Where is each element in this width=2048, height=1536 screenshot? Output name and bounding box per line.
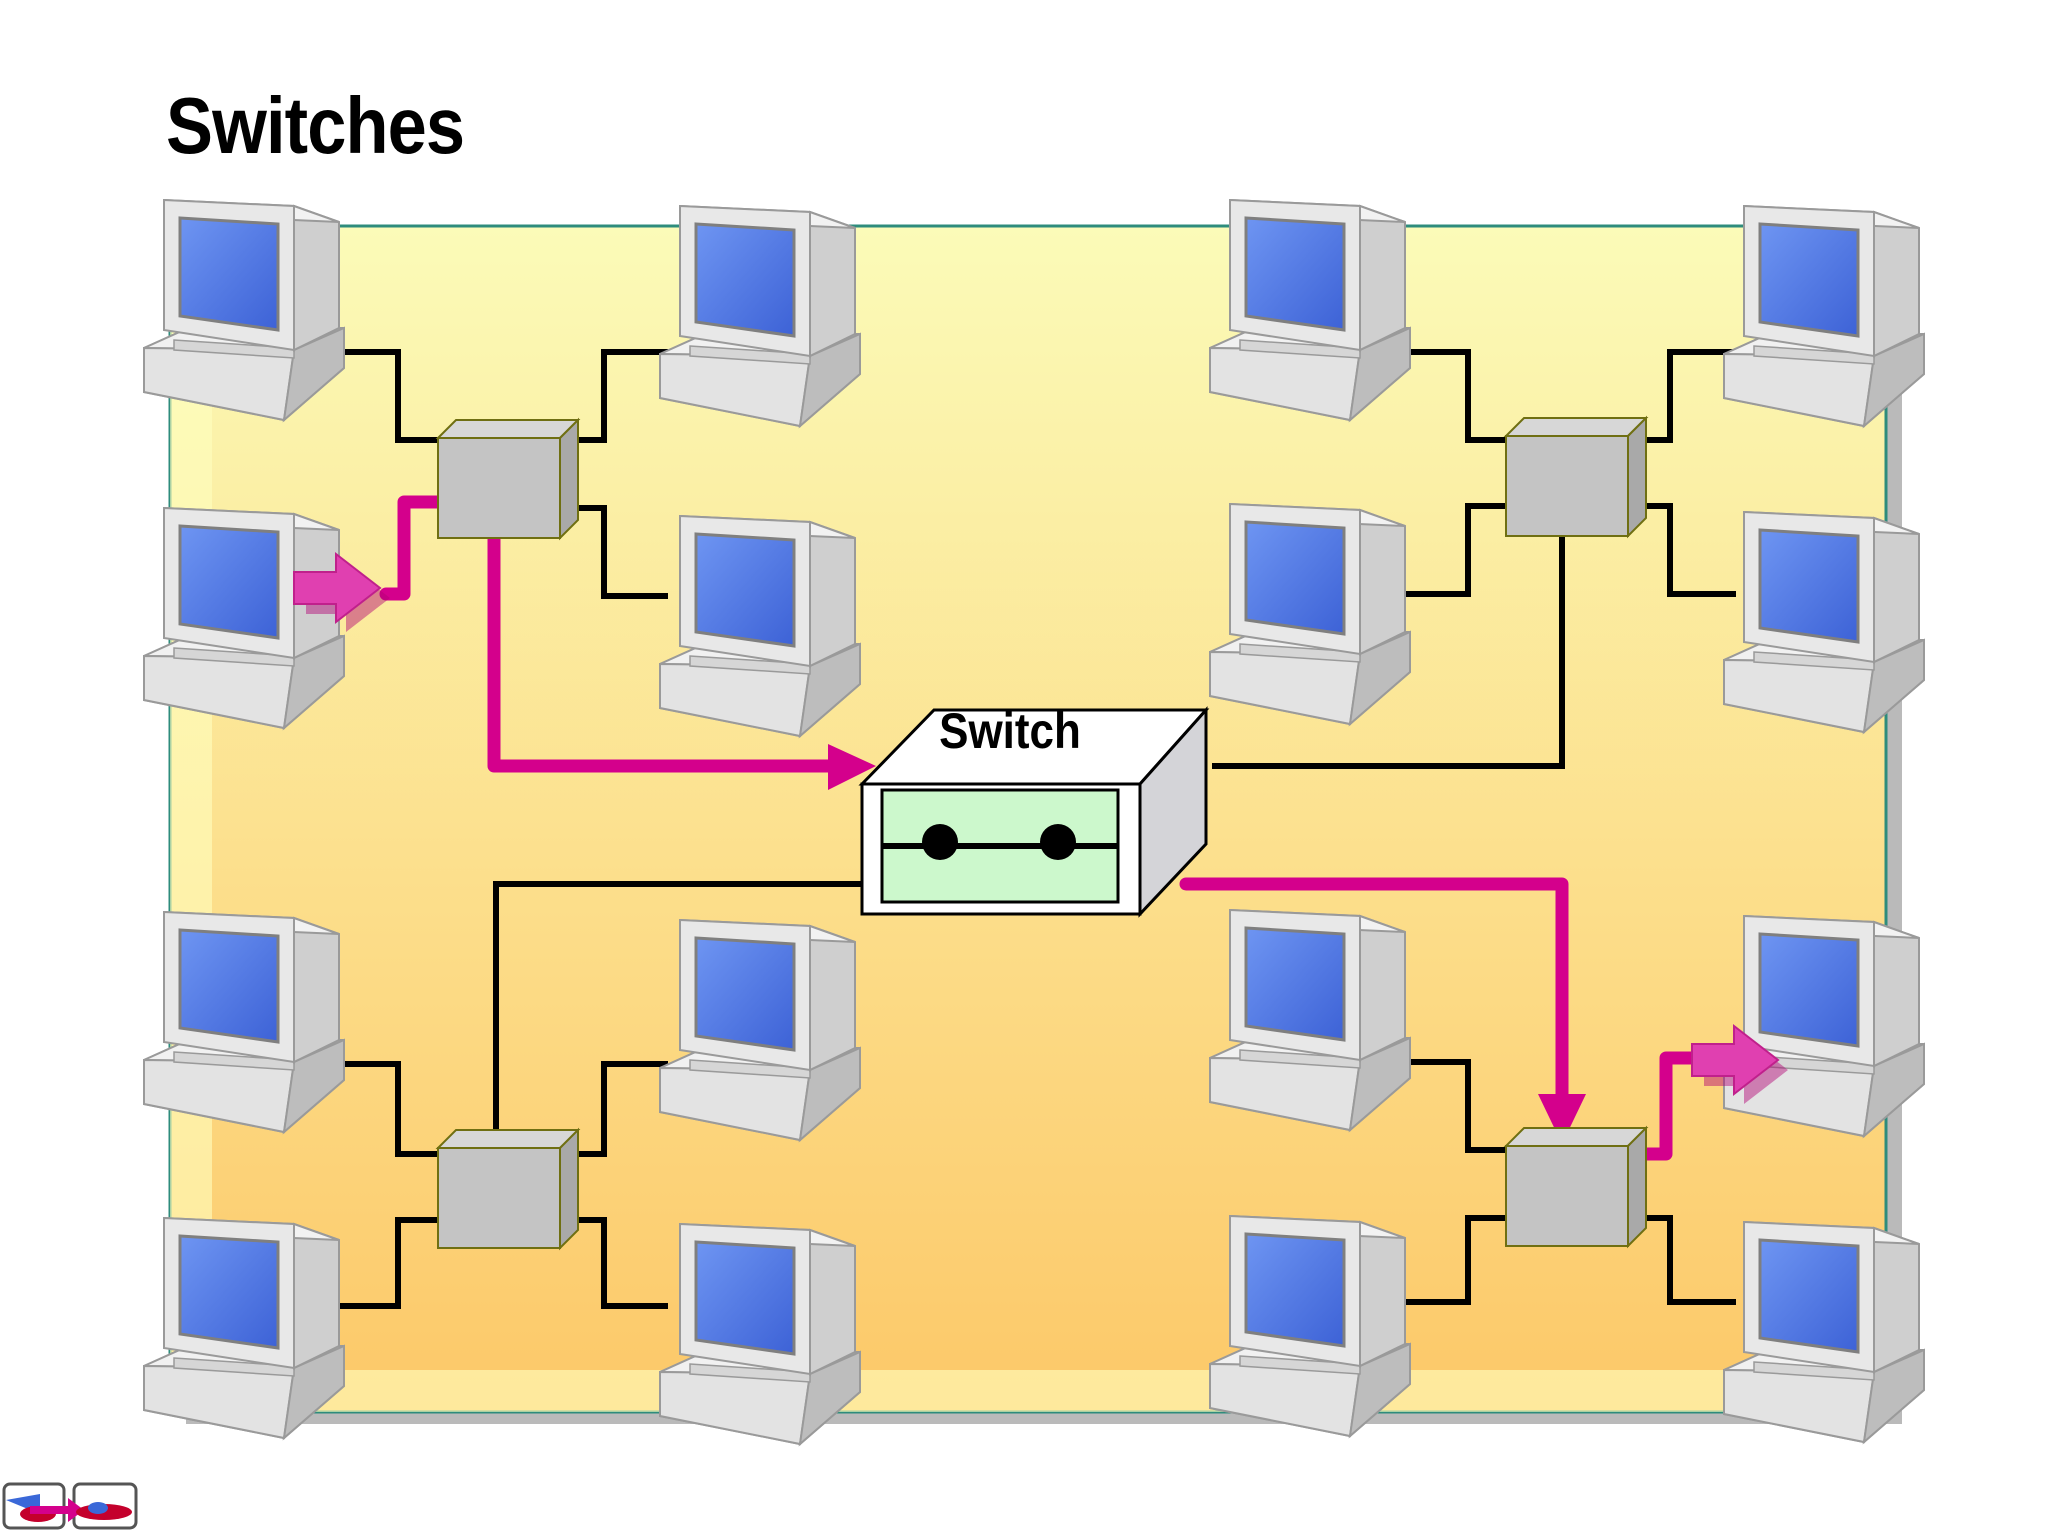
arrow-icon: [828, 744, 876, 790]
switch-icon: [858, 706, 1210, 918]
computer-icon: [142, 198, 346, 422]
hub-icon: [1505, 417, 1647, 537]
computer-icon: [1722, 204, 1926, 428]
network-wires: [330, 349, 1736, 1309]
computer-icon: [658, 918, 862, 1142]
computer-icon: [1208, 908, 1412, 1132]
hub-icon: [1505, 1127, 1647, 1247]
computer-icon: [1208, 198, 1412, 422]
computer-icon: [1722, 1220, 1926, 1444]
computer-icon: [142, 1216, 346, 1440]
computer-icon: [658, 204, 862, 428]
panel-bottom-band: [170, 1370, 1886, 1412]
hub-icon: [437, 419, 579, 539]
computer-icon: [1208, 1214, 1412, 1438]
computer-icon: [658, 1222, 862, 1446]
navigation-icon[interactable]: [2, 1482, 138, 1530]
computer-icon: [1722, 914, 1926, 1138]
panel-inner-band: [170, 226, 212, 1412]
arrow-icon: [1538, 1094, 1586, 1144]
page-title: Switches: [166, 81, 465, 170]
computer-icon: [1208, 502, 1412, 726]
computer-icon: [142, 506, 346, 730]
computer-icon: [658, 514, 862, 738]
computer-icon: [142, 910, 346, 1134]
computer-icon: [1722, 510, 1926, 734]
hub-icon: [437, 1129, 579, 1249]
switch-label: Switch: [939, 702, 1081, 758]
